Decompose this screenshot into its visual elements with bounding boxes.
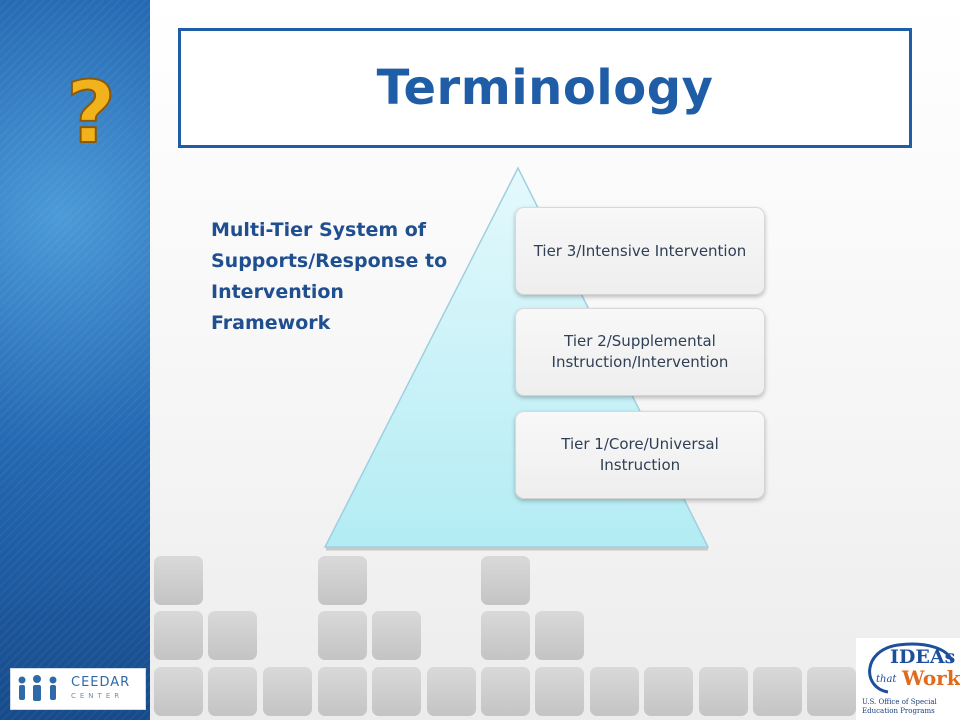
- decorative-blocks: [150, 552, 860, 720]
- ideas-logo-ideas: IDEAs: [890, 646, 956, 668]
- svg-text:?: ?: [66, 70, 116, 160]
- ideas-swoosh-icon: [868, 642, 954, 694]
- tier-3-box: Tier 3/Intensive Intervention: [515, 207, 765, 295]
- ceedar-name: CEEDAR: [71, 675, 131, 690]
- title-box: Terminology: [178, 28, 912, 148]
- sidebar-panel: [0, 0, 150, 720]
- page-title: Terminology: [376, 60, 714, 116]
- framework-label: Multi-Tier System of Supports/Response t…: [211, 219, 448, 334]
- ceedar-logo: CEEDAR CENTER: [10, 668, 146, 710]
- ideas-logo-that: that: [876, 674, 897, 685]
- ideas-logo-subtitle: U.S. Office of Special Education Program…: [862, 698, 937, 715]
- tier-1-box: Tier 1/Core/Universal Instruction: [515, 411, 765, 499]
- tier-2-box: Tier 2/Supplemental Instruction/Interven…: [515, 308, 765, 396]
- ideas-logo-work: Work: [902, 666, 960, 690]
- question-mark-icon: ?: [65, 70, 117, 160]
- ceedar-figures-icon: [18, 675, 57, 701]
- ideas-that-work-logo: IDEAs that Work U.S. Office of Special E…: [856, 638, 960, 720]
- ceedar-subname: CENTER: [71, 692, 124, 700]
